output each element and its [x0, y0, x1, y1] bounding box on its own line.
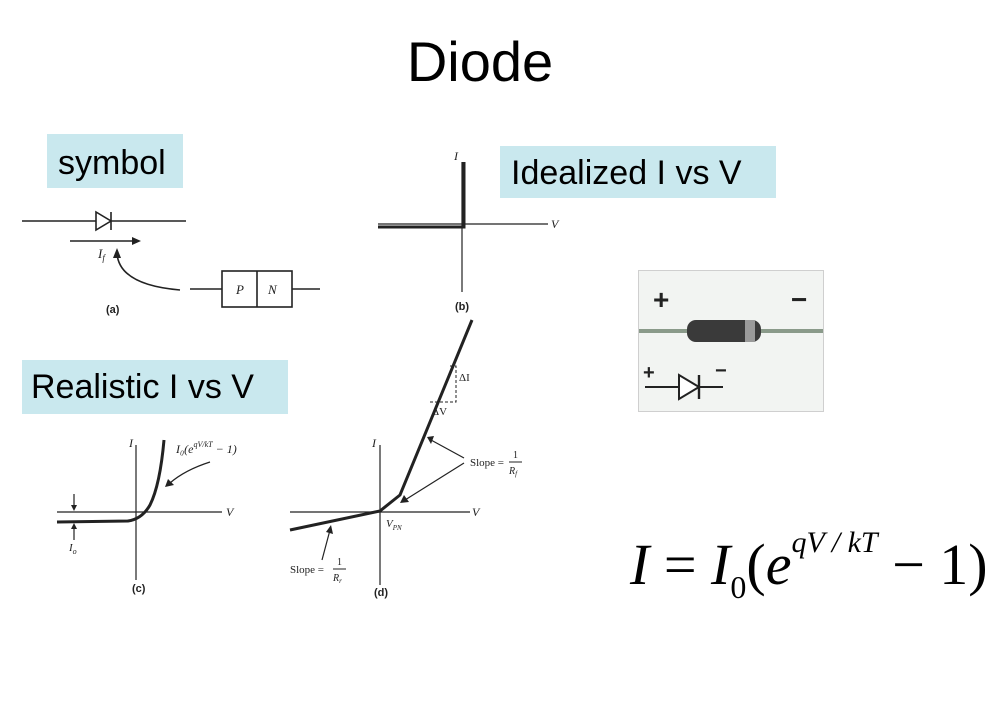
panel-d-caption: (d) — [374, 587, 388, 599]
realistic-iv-label: Realistic I vs V — [22, 360, 288, 414]
anode-sign-bottom: + — [643, 362, 655, 384]
saturation-current-label: Io — [68, 542, 77, 556]
page-title: Diode — [406, 30, 554, 93]
idealized-iv-label: Idealized I vs V — [500, 146, 776, 198]
equation-exponent: qV / kT — [791, 526, 878, 559]
v-axis-label: V — [226, 505, 235, 519]
panel-c-exponential — [56, 439, 222, 580]
arrow-head-icon — [427, 436, 434, 444]
diode-equation: I = I0(eqV / kT − 1) — [630, 526, 988, 605]
i-axis-label: I — [371, 436, 377, 450]
knee-voltage-label: VPN — [386, 518, 402, 532]
curved-pointer-line — [116, 253, 181, 291]
symbol-label: symbol — [47, 134, 183, 188]
slope-r-pointer — [321, 529, 331, 561]
panel-a-caption: (a) — [106, 304, 120, 316]
curve-formula-label: I₀(eqV/kT − 1) — [175, 440, 237, 456]
i-axis-label: I — [453, 149, 459, 163]
slope-f-pointer-lower — [404, 462, 465, 501]
diode-photo-drawing: + − + − — [639, 271, 823, 411]
panel-b-ideal — [378, 162, 548, 292]
arrow-head-icon — [400, 495, 409, 503]
arrow-head-icon — [326, 525, 333, 534]
anode-sign-top: + — [653, 284, 669, 315]
v-axis-label: V — [551, 217, 560, 231]
arrow-head-icon — [132, 237, 141, 245]
v-axis-label: V — [472, 505, 481, 519]
forward-current-label: If — [97, 246, 106, 263]
forward-slope-label: Slope = — [470, 457, 504, 469]
i-axis-label: I — [128, 436, 134, 450]
exponential-curve — [56, 439, 166, 524]
cathode-sign-bottom: − — [715, 360, 727, 382]
diode-triangle-icon — [95, 210, 113, 232]
diode-figures: If P N (a) I V (b) I V I₀(eqV/kT − 1) Io… — [22, 149, 560, 599]
panel-c-caption: (c) — [132, 583, 146, 595]
forward-slope-denominator: Rf — [508, 466, 518, 478]
equation-i0: I — [711, 532, 731, 597]
cathode-band — [745, 320, 755, 342]
curve-pointer-line — [169, 461, 211, 484]
arrow-head-icon — [71, 523, 77, 529]
equation-minus-one: − 1) — [877, 532, 988, 597]
arrow-head-icon — [113, 248, 121, 258]
forward-slope-numerator: 1 — [513, 450, 518, 461]
schematic-diode-icon — [678, 373, 701, 401]
equation-equals: = — [663, 532, 697, 597]
ideal-curve — [378, 162, 466, 229]
reverse-slope-label: Slope = — [290, 564, 324, 576]
p-region-label: P — [235, 282, 244, 297]
delta-v-label: ΔV — [432, 406, 447, 418]
equation-exponential: e — [765, 532, 792, 597]
cathode-sign-top: − — [791, 284, 807, 315]
arrow-head-icon — [71, 505, 77, 511]
reverse-slope-denominator: Rr — [332, 573, 342, 585]
piecewise-curve — [289, 319, 474, 532]
diode-body — [687, 320, 761, 342]
equation-i0-sub: 0 — [730, 569, 747, 605]
diode-photo: + − + − — [638, 270, 824, 412]
arrow-head-icon — [165, 479, 174, 487]
equation-open-paren: ( — [746, 532, 766, 597]
reverse-slope-numerator: 1 — [337, 557, 342, 568]
equation-lhs: I — [630, 532, 650, 597]
panel-a-symbol — [22, 210, 320, 308]
slope-f-pointer-upper — [430, 439, 465, 459]
delta-triangle — [430, 365, 457, 403]
n-region-label: N — [267, 282, 278, 297]
panel-d-piecewise — [289, 319, 474, 585]
delta-i-label: ΔI — [459, 372, 470, 384]
panel-b-caption: (b) — [455, 301, 469, 313]
